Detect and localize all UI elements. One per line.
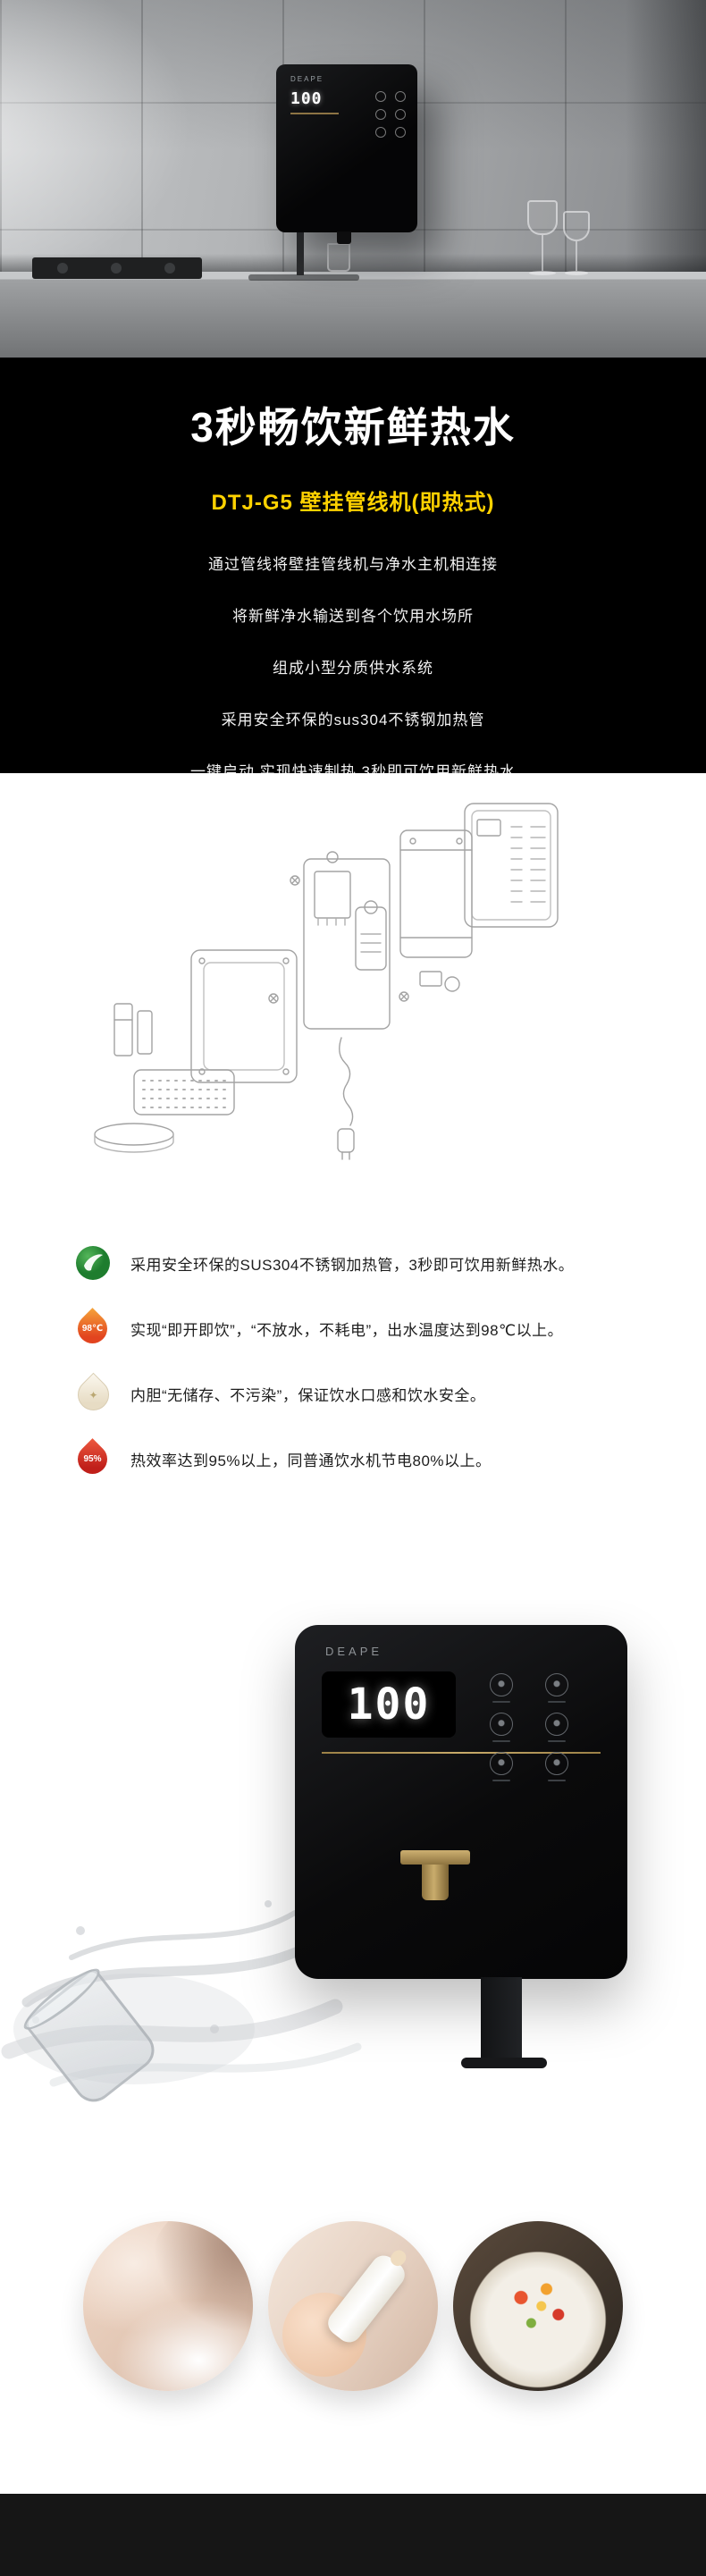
intro-section: 3秒畅饮新鲜热水 DTJ-G5 壁挂管线机(即热式) 通过管线将壁挂管线机与净水…	[0, 358, 706, 780]
preset-button-icon	[375, 109, 386, 120]
clean-drop-icon: ✦	[71, 1372, 116, 1418]
preset-button-icon	[395, 91, 406, 102]
preset-button-icon	[490, 1673, 513, 1703]
brand-logo: DEAPE	[325, 1645, 383, 1658]
wine-glass	[527, 200, 558, 275]
kitchen-scene-photo: DEAPE 100	[0, 0, 706, 358]
sink	[248, 274, 359, 281]
product-splash-section: DEAPE 100	[0, 1600, 706, 2181]
preset-button-icon	[490, 1713, 513, 1742]
feature-text: 内胆“无储存、不污染”，保证饮水口感和饮水安全。	[130, 1386, 486, 1404]
preset-button-icon	[545, 1713, 568, 1742]
wall-dispenser-photo: DEAPE 100	[276, 64, 417, 244]
feature-item: ✦ 内胆“无储存、不污染”，保证饮水口感和饮水安全。	[71, 1372, 670, 1418]
page-title: 3秒畅饮新鲜热水	[190, 404, 516, 450]
tilted-glass	[21, 1966, 163, 2110]
preset-button-icon	[375, 127, 386, 138]
feature-item: 95% 热效率达到95%以上，同普通饮水机节电80%以上。	[71, 1438, 670, 1480]
hot-temp-drop-icon: 98℃	[71, 1308, 113, 1350]
intro-line: 组成小型分质供水系统	[273, 660, 433, 677]
exploded-diagram	[94, 803, 559, 1160]
preset-button-icon	[545, 1673, 568, 1703]
preset-button-panel	[490, 1673, 568, 1781]
display-digits: 100	[290, 89, 323, 108]
brand-logo: DEAPE	[290, 75, 324, 83]
efficiency-drop-icon: 95%	[71, 1438, 113, 1480]
kitchen-counter	[0, 272, 706, 358]
intro-line: 将新鲜净水输送到各个饮用水场所	[232, 608, 474, 625]
product-dispenser: DEAPE 100	[295, 1625, 627, 2068]
feature-text: 采用安全环保的SUS304不锈钢加热管，3秒即可饮用新鲜热水。	[130, 1256, 575, 1274]
photo-fruit-dessert	[453, 2221, 623, 2391]
gold-spout	[422, 1865, 449, 1900]
intro-line: 通过管线将壁挂管线机与净水主机相连接	[208, 556, 498, 573]
water-cup	[327, 243, 350, 272]
stove	[32, 257, 202, 279]
intro-line: 采用安全环保的sus304不锈钢加热管	[221, 711, 485, 728]
usage-gallery	[0, 2181, 706, 2494]
preset-button-icon	[545, 1752, 568, 1781]
preset-button-icon	[375, 91, 386, 102]
preset-button-panel	[375, 91, 406, 138]
preset-button-icon	[395, 127, 406, 138]
photo-baby-bottle	[268, 2221, 438, 2391]
temperature-display: 100	[290, 89, 339, 114]
water-spout	[337, 232, 351, 244]
drip-tray-arm	[481, 1977, 522, 2059]
feature-item: 采用安全环保的SUS304不锈钢加热管，3秒即可饮用新鲜热水。	[75, 1245, 670, 1281]
wine-glass	[563, 211, 590, 275]
gold-trim	[290, 113, 339, 114]
drip-tray	[461, 2058, 547, 2068]
temperature-display: 100	[322, 1671, 456, 1738]
exploded-diagram-section	[0, 773, 706, 1193]
photo-face-wash	[83, 2221, 253, 2391]
feature-list: 采用安全环保的SUS304不锈钢加热管，3秒即可饮用新鲜热水。 98℃ 实现“即…	[0, 1193, 706, 1600]
feature-text: 热效率达到95%以上，同普通饮水机节电80%以上。	[130, 1452, 492, 1469]
feature-item: 98℃ 实现“即开即饮”，“不放水，不耗电”，出水温度达到98℃以上。	[71, 1308, 670, 1350]
preset-button-icon	[395, 109, 406, 120]
eco-green-badge-icon	[75, 1245, 111, 1281]
preset-button-icon	[490, 1752, 513, 1781]
display-digits: 100	[347, 1679, 431, 1730]
spout-bracket	[400, 1850, 470, 1865]
gold-trim	[322, 1752, 601, 1754]
feature-text: 实现“即开即饮”，“不放水，不耗电”，出水温度达到98℃以上。	[130, 1321, 564, 1339]
model-subtitle: DTJ-G5 壁挂管线机(即热式)	[211, 491, 495, 515]
footer-bar	[0, 2494, 706, 2576]
